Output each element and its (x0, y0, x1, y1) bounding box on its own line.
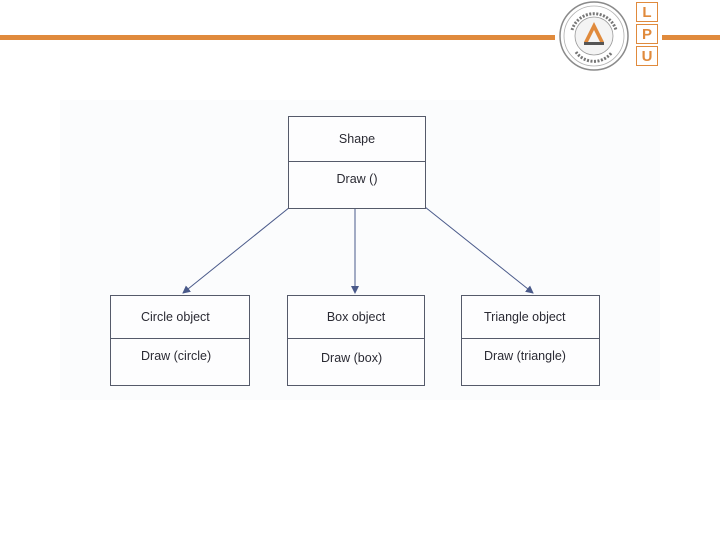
shape-class-method: Draw () (336, 172, 378, 186)
circle-object-method: Draw (circle) (141, 349, 212, 363)
circle-object-box: Circle object Draw (circle) (110, 295, 250, 386)
lpu-logo: L P U (636, 2, 658, 66)
lpu-letter-u: U (636, 46, 658, 66)
lpu-letter-l: L (636, 2, 658, 22)
arrow-to-circle (182, 206, 291, 294)
circle-object-name: Circle object (111, 296, 249, 339)
triangle-object-method: Draw (triangle) (484, 349, 566, 363)
box-object-method: Draw (box) (321, 351, 383, 365)
shape-class-box: Shape Draw () (288, 116, 426, 209)
arrow-to-triangle (424, 206, 534, 294)
university-seal-logo (559, 1, 629, 71)
triangle-object-name: Triangle object (462, 296, 599, 339)
lpu-letter-p: P (636, 24, 658, 44)
header-accent-bar (0, 35, 555, 40)
box-object-name: Box object (288, 296, 424, 339)
box-object-box: Box object Draw (box) (287, 295, 425, 386)
shape-class-name: Shape (289, 117, 425, 162)
header-accent-bar-right (662, 35, 720, 40)
triangle-object-box: Triangle object Draw (triangle) (461, 295, 600, 386)
